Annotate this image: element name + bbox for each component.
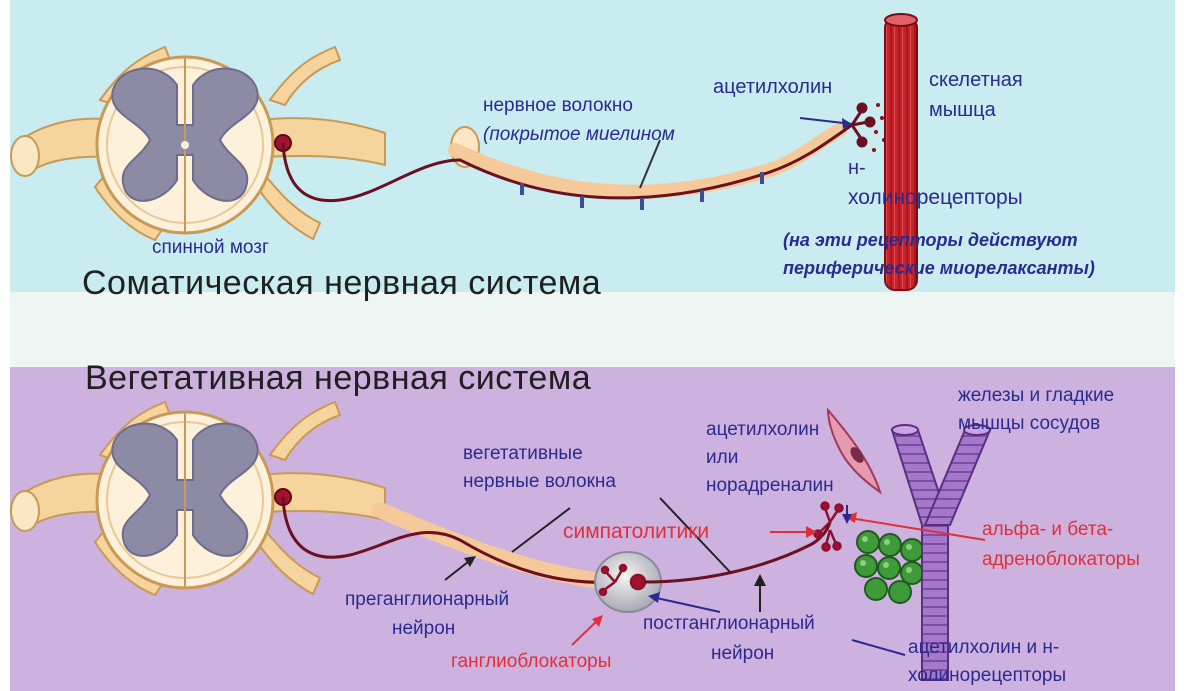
myelin-label: (покрытое миелином	[483, 123, 675, 147]
somatic-title: Соматическая нервная система	[82, 263, 601, 303]
myorelaxant-note-line1: (на эти рецепторы действуют	[783, 228, 1078, 252]
mediators-label-line1: ацетилхолин	[706, 418, 819, 442]
postganglionic-label-line1: постганглионарный	[643, 612, 815, 636]
muscle-label: мышца	[929, 98, 996, 122]
autonomic-fibers-label-line2: нервные волокна	[463, 470, 616, 494]
mediators-label-line3: норадреналин	[706, 474, 834, 498]
preganglionic-label-line1: преганглионарный	[345, 588, 509, 612]
middle-band	[0, 292, 1189, 367]
ach-receptors-label-line2: холинорецепторы	[908, 664, 1066, 688]
acetylcholine-label: ацетилхолин	[713, 75, 832, 99]
cholinoreceptors-label: холинорецепторы	[848, 186, 1023, 210]
adrenoblockers-label-line2: адреноблокаторы	[982, 548, 1140, 572]
preganglionic-label-line2: нейрон	[392, 617, 455, 641]
mediators-label-line2: или	[706, 446, 738, 470]
skeletal-muscle-label: скелетная	[929, 68, 1023, 92]
autonomic-fibers-label-line1: вегетативные	[463, 442, 583, 466]
n-receptors-prefix: н-	[848, 156, 866, 180]
ach-receptors-label-line1: ацетилхолин и н-	[908, 636, 1059, 660]
adrenoblockers-label-line1: альфа- и бета-	[982, 518, 1113, 542]
nerve-fiber-label: нервное волокно	[483, 94, 633, 118]
autonomic-title: Вегетативная нервная система	[85, 358, 591, 398]
postganglionic-label-line2: нейрон	[711, 642, 774, 666]
sympatholytics-label: симпатолитики	[563, 520, 709, 544]
glands-label-line1: железы и гладкие	[958, 384, 1114, 408]
spinal-cord-label: спинной мозг	[152, 236, 269, 260]
glands-label-line2: мышцы сосудов	[958, 412, 1100, 436]
ganglionic-blockers-label: ганглиоблокаторы	[451, 650, 611, 674]
myorelaxant-note-line2: периферические миорелаксанты)	[783, 256, 1095, 280]
